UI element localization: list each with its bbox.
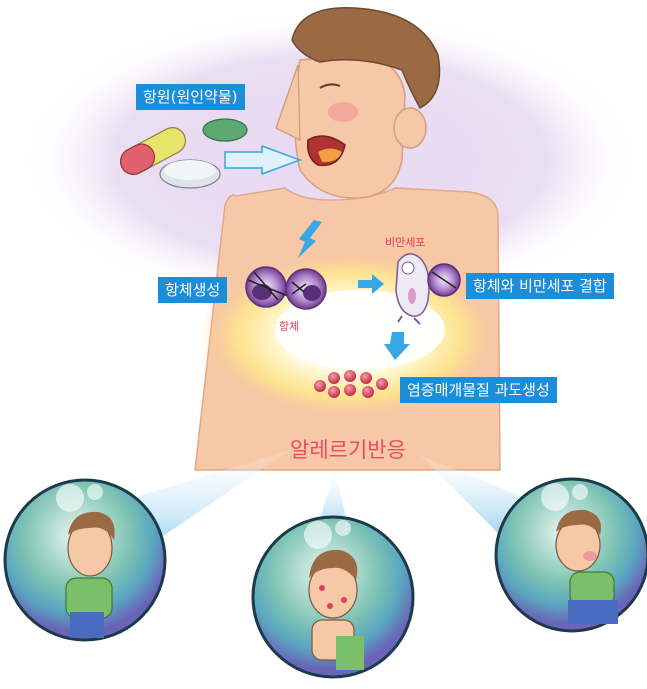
mediator-granule-icon	[344, 384, 356, 396]
mast-cell-label: 비만세포	[385, 234, 425, 250]
mediator-granule-icon	[360, 372, 372, 384]
allergic-reaction-label: 알레르기반응	[290, 434, 406, 464]
person-bubble-right	[496, 479, 647, 631]
person-bubble-left	[5, 480, 165, 640]
antibody-label: 항체	[279, 318, 299, 334]
mediator-granule-icon	[328, 386, 340, 398]
antibody-cell-icon	[286, 269, 326, 309]
mediator-granule-icon	[314, 380, 326, 392]
antigen-label: 항원(원인약물)	[136, 84, 245, 110]
mediator-granule-icon	[328, 372, 340, 384]
mediator-granule-icon	[362, 386, 374, 398]
binding-label: 항체와 비만세포 결합	[466, 273, 614, 299]
mediator-granule-icon	[376, 378, 388, 390]
antibody-production-label: 항체생성	[158, 277, 227, 303]
mediator-overproduction-label: 염증매개물질 과도생성	[400, 377, 557, 403]
antibody-cell-icon	[428, 264, 460, 296]
person-bubble-center	[253, 517, 413, 677]
mediator-granule-icon	[344, 370, 356, 382]
